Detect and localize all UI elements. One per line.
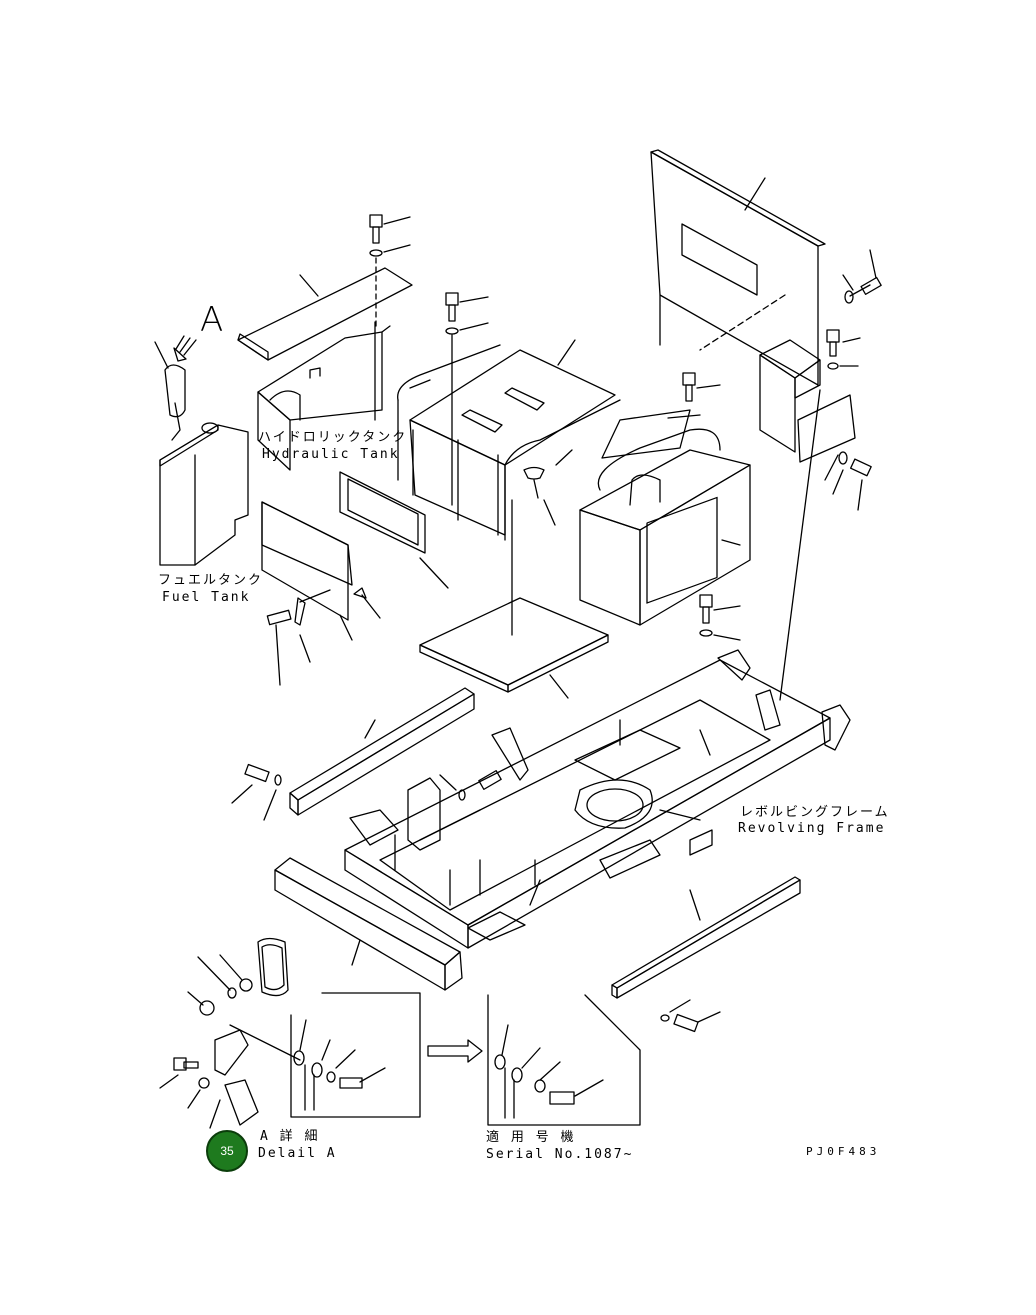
frame-bolt-right <box>660 999 721 1033</box>
under-cover-plate <box>419 499 609 699</box>
side-plate-right <box>611 876 801 999</box>
hydraulic-tank-label-en: Hydraulic Tank <box>262 447 400 462</box>
left-side-cover <box>261 501 381 686</box>
detail-a-mirror <box>159 937 301 1129</box>
battery-cover-box <box>579 409 751 626</box>
panel-bolts <box>826 249 882 370</box>
revolving-frame-label-jp: レボルビングフレーム <box>740 805 890 820</box>
revolving-frame <box>344 649 851 949</box>
hood-bolt <box>445 292 489 506</box>
drawing-code: PJ0F483 <box>806 1145 881 1158</box>
cover-bolts <box>682 372 741 641</box>
hydraulic-tank-cover <box>237 214 413 361</box>
rear-cover-panel <box>650 149 826 386</box>
serial-label-jp: 適 用 号 機 <box>486 1130 576 1145</box>
side-bracket <box>759 339 872 511</box>
frame-bolt-center <box>439 770 502 801</box>
frame-bolt-left <box>231 763 282 821</box>
front-frame-beam <box>274 857 463 991</box>
fuel-tank-label-en: Fuel Tank <box>162 590 251 605</box>
detail-box-1 <box>290 992 421 1118</box>
detail-a-label-en: Delail A <box>258 1146 337 1161</box>
hydraulic-tank <box>257 321 391 471</box>
view-arrow <box>173 335 197 362</box>
page-badge: 35 <box>206 1130 248 1172</box>
hydraulic-tank-label-jp: ハイドロリックタンク <box>258 430 408 445</box>
serial-label-en: Serial No.1087~ <box>486 1147 634 1162</box>
detail-a-label-jp: A 詳 細 <box>260 1129 320 1144</box>
side-plate-left <box>289 687 475 816</box>
detail-box-2 <box>487 994 641 1126</box>
center-hood <box>397 339 621 541</box>
revolving-frame-label-en: Revolving Frame <box>738 821 886 836</box>
view-arrow-label: A <box>200 300 224 340</box>
access-cover-gasket <box>339 471 449 589</box>
detail-arrow <box>427 1039 483 1063</box>
fuel-tank <box>154 341 249 566</box>
fuel-tank-label-jp: フュエルタンク <box>158 573 264 588</box>
